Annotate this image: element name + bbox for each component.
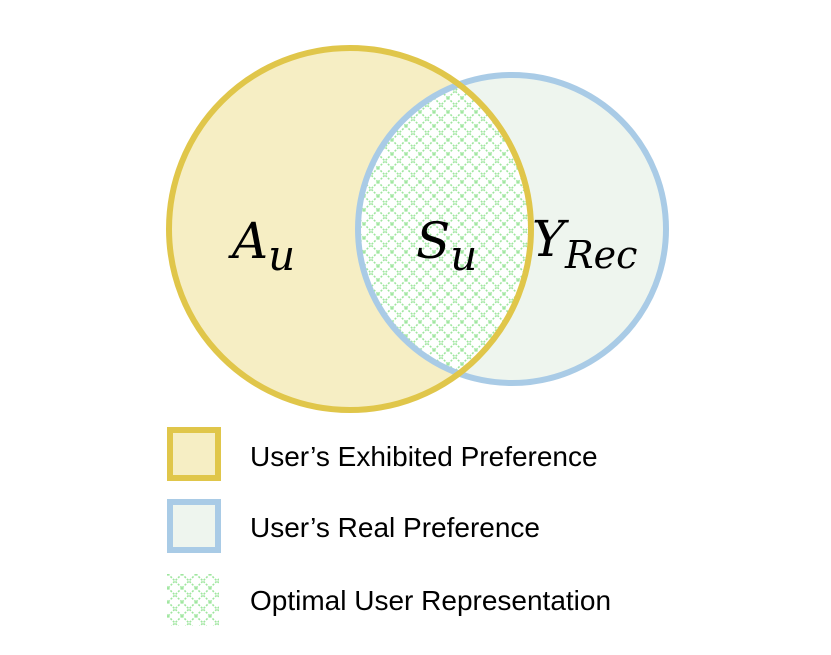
set-a-label: Au [228,212,295,280]
set-s-label: Su [416,212,477,280]
set-y-label: YRec [532,210,637,277]
legend-item-optimal: Optimal User Representation [167,574,611,626]
legend: User’s Exhibited Preference User’s Real … [167,427,611,626]
real-preference-outline [355,72,669,386]
set-a-main: A [228,212,268,270]
legend-swatch-optimal [167,574,219,626]
legend-swatch-exhibited [167,427,221,481]
legend-item-real: User’s Real Preference [167,499,540,553]
set-y-sub: Rec [564,233,637,277]
set-a-sub: u [268,231,295,280]
legend-swatch-real [167,499,221,553]
legend-label-real: User’s Real Preference [250,512,540,543]
legend-label-exhibited: User’s Exhibited Preference [250,441,598,472]
legend-label-optimal: Optimal User Representation [250,585,611,616]
set-y-main: Y [532,210,569,268]
set-s-sub: u [450,231,477,280]
legend-item-exhibited: User’s Exhibited Preference [167,427,598,481]
exhibited-preference-outline [166,45,534,413]
optimal-representation-intersection [358,75,531,383]
set-s-main: S [416,212,450,270]
